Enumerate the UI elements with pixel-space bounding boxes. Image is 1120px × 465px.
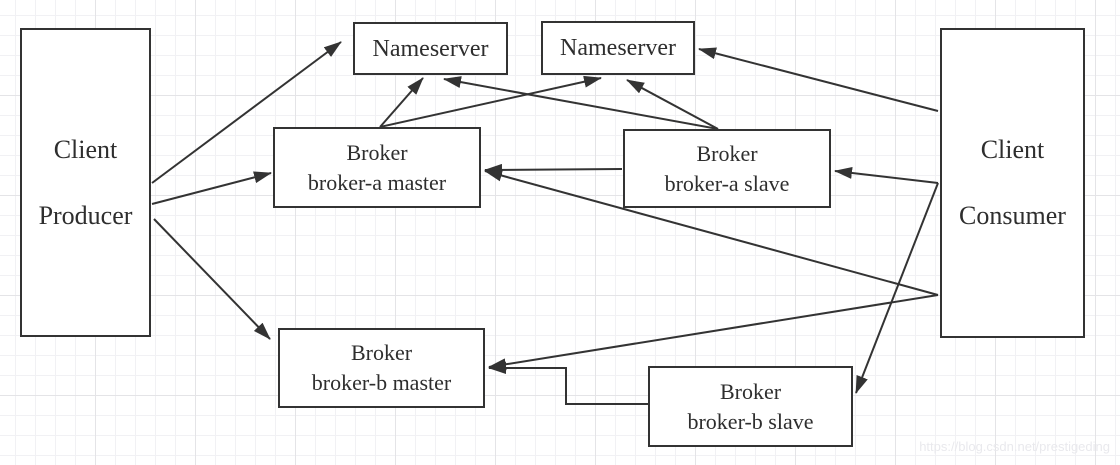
broker-b-slave-node: Broker broker-b slave [648, 366, 853, 447]
node-label: Nameserver [560, 35, 676, 61]
arrow-broker-a-master-to-nameserver-1 [379, 77, 424, 128]
node-label: Broker [350, 340, 413, 365]
node-label: Consumer [959, 201, 1066, 230]
node-label: Client [53, 134, 118, 164]
client-producer-node: Client Producer [20, 28, 151, 337]
arrow-broker-b-slave-to-broker-b-master [488, 362, 648, 405]
node-label: Producer [38, 200, 133, 230]
nameserver-2-node: Nameserver [541, 21, 695, 75]
arrow-consumer-to-broker-a-slave [834, 167, 939, 184]
node-label: broker-a slave [664, 170, 790, 196]
broker-a-master-node: Broker broker-a master [273, 127, 481, 208]
arrow-broker-a-slave-to-nameserver-1 [443, 76, 719, 130]
node-label: Broker [696, 140, 758, 166]
node-label: Nameserver [372, 35, 489, 62]
broker-a-slave-node: Broker broker-a slave [623, 129, 831, 208]
arrow-consumer-to-broker-b-slave [855, 182, 939, 394]
arrow-consumer-to-broker-b-master [488, 294, 939, 371]
arrow-broker-a-master-to-nameserver-2 [379, 75, 602, 128]
arrow-broker-a-slave-to-broker-a-master [484, 163, 623, 176]
watermark: https://blog.csdn.net/prestigeding [919, 439, 1110, 454]
node-label: Client [980, 135, 1045, 164]
node-label: broker-a master [307, 169, 447, 195]
node-label: Broker [719, 378, 782, 404]
node-label: Broker [346, 139, 408, 165]
arrow-broker-a-slave-to-nameserver-2 [626, 79, 719, 130]
arrow-producer-to-broker-a-master [151, 171, 272, 205]
arrow-producer-to-broker-b-master [153, 218, 271, 340]
broker-b-master-node: Broker broker-b master [278, 328, 485, 408]
client-consumer-node: Client Consumer [940, 28, 1085, 338]
node-label: broker-b master [311, 370, 452, 395]
arrow-consumer-to-nameserver-2 [698, 47, 939, 112]
node-label: broker-b slave [687, 408, 814, 434]
nameserver-1-node: Nameserver [353, 22, 508, 75]
